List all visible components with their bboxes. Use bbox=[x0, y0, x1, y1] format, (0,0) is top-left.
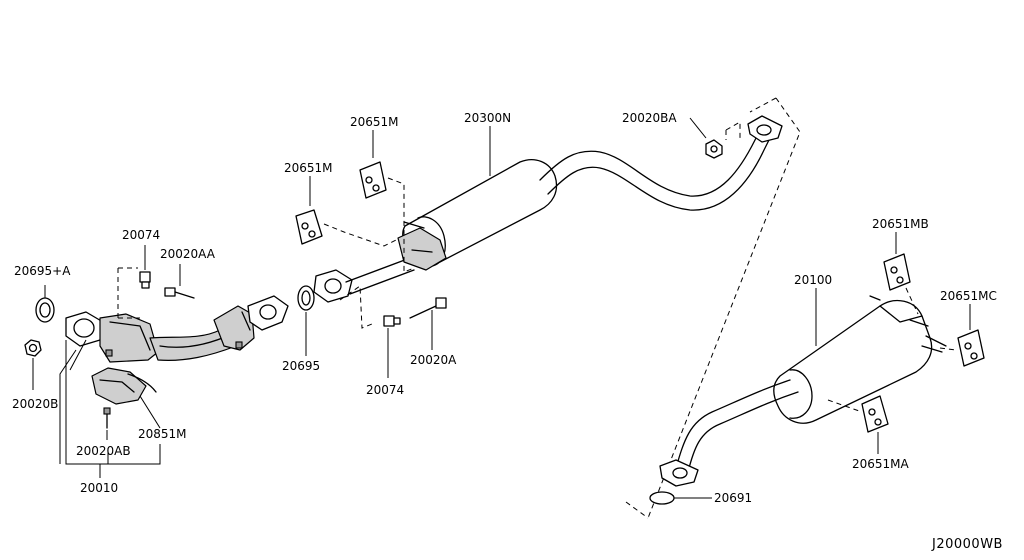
catalytic-converter-20010-drawing bbox=[65, 295, 289, 363]
gasket-20691-drawing bbox=[649, 491, 712, 505]
label-20651m-upper: 20651M bbox=[350, 115, 399, 129]
stud-20074-upper-drawing bbox=[139, 245, 151, 289]
hanger-20651mb-drawing bbox=[883, 232, 911, 291]
label-20020ab: 20020AB bbox=[76, 444, 131, 458]
label-20651m-lower: 20651M bbox=[284, 161, 333, 175]
label-20695: 20695 bbox=[282, 359, 320, 373]
diagram-code: J20000WB bbox=[931, 537, 1003, 552]
label-20074-lower: 20074 bbox=[366, 383, 404, 397]
label-20020aa: 20020AA bbox=[160, 247, 216, 261]
hanger-20651ma-drawing bbox=[861, 395, 889, 454]
label-20851m: 20851M bbox=[138, 427, 187, 441]
bolt-20020ab-drawing bbox=[103, 407, 111, 440]
bolt-20020aa-drawing bbox=[164, 264, 195, 299]
nut-20020ba-drawing bbox=[689, 117, 723, 159]
nut-20020b-drawing bbox=[24, 339, 42, 390]
center-muffler-20300n-drawing bbox=[313, 115, 783, 303]
label-20100: 20100 bbox=[794, 273, 832, 287]
bolt-20020a-drawing bbox=[409, 297, 447, 350]
label-20695a: 20695+A bbox=[14, 264, 71, 278]
gasket-20695a-drawing bbox=[35, 285, 55, 323]
label-20020b: 20020B bbox=[12, 397, 58, 411]
label-20020a: 20020A bbox=[410, 353, 457, 367]
label-20651mb: 20651MB bbox=[872, 217, 929, 231]
hanger-20651m-lower-drawing bbox=[295, 176, 323, 245]
gasket-20695-drawing bbox=[297, 285, 315, 356]
rear-muffler-20100-drawing bbox=[659, 295, 947, 487]
stud-20074-lower-drawing bbox=[383, 315, 401, 378]
label-20010: 20010 bbox=[80, 481, 118, 495]
label-20074-upper: 20074 bbox=[122, 228, 160, 242]
label-20651mc: 20651MC bbox=[940, 289, 997, 303]
label-20300n: 20300N bbox=[464, 111, 511, 125]
label-20651ma: 20651MA bbox=[852, 457, 910, 471]
hanger-20651mc-drawing bbox=[957, 304, 985, 367]
hanger-20651m-upper-drawing bbox=[359, 130, 387, 199]
label-20020ba: 20020BA bbox=[622, 111, 677, 125]
label-20691: 20691 bbox=[714, 491, 752, 505]
heat-shield-20851m-drawing bbox=[91, 367, 161, 429]
